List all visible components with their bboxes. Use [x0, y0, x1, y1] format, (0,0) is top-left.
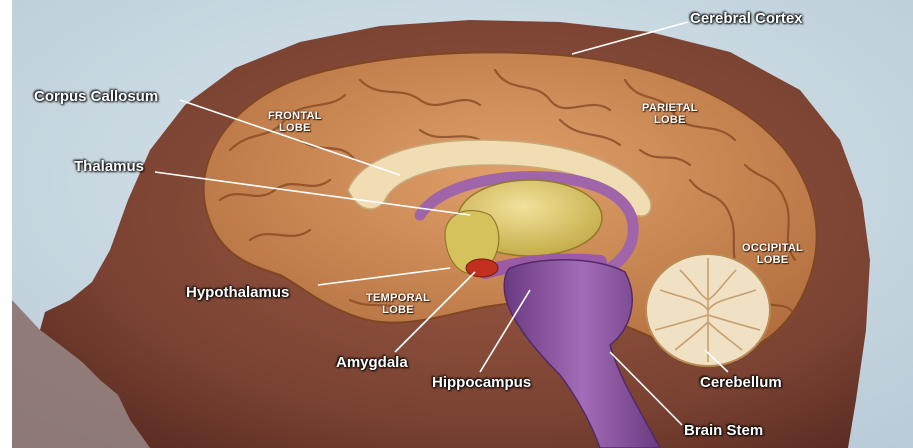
frontal-lobe-line-1: FRONTAL [268, 110, 322, 122]
label-cerebellum: Cerebellum [700, 374, 782, 391]
temporal-lobe-line-1: TEMPORAL [366, 292, 430, 304]
label-brain-stem: Brain Stem [684, 422, 763, 439]
label-thalamus: Thalamus [74, 158, 144, 175]
occipital-lobe-line-2: LOBE [742, 254, 803, 266]
occipital-lobe-line-1: OCCIPITAL [742, 242, 803, 254]
label-cerebral-cortex: Cerebral Cortex [690, 10, 803, 27]
frontal-lobe-line-2: LOBE [268, 122, 322, 134]
label-occipital-lobe: OCCIPITAL LOBE [742, 242, 803, 266]
label-parietal-lobe: PARIETAL LOBE [642, 102, 698, 126]
label-hypothalamus: Hypothalamus [186, 284, 289, 301]
cerebellum-shape [646, 254, 770, 366]
temporal-lobe-line-2: LOBE [366, 304, 430, 316]
label-frontal-lobe: FRONTAL LOBE [268, 110, 322, 134]
amygdala-shape [466, 259, 498, 277]
label-amygdala: Amygdala [336, 354, 408, 371]
label-corpus-callosum: Corpus Callosum [34, 88, 158, 105]
left-border [0, 0, 12, 448]
label-temporal-lobe: TEMPORAL LOBE [366, 292, 430, 316]
label-hippocampus: Hippocampus [432, 374, 531, 391]
parietal-lobe-line-2: LOBE [642, 114, 698, 126]
parietal-lobe-line-1: PARIETAL [642, 102, 698, 114]
